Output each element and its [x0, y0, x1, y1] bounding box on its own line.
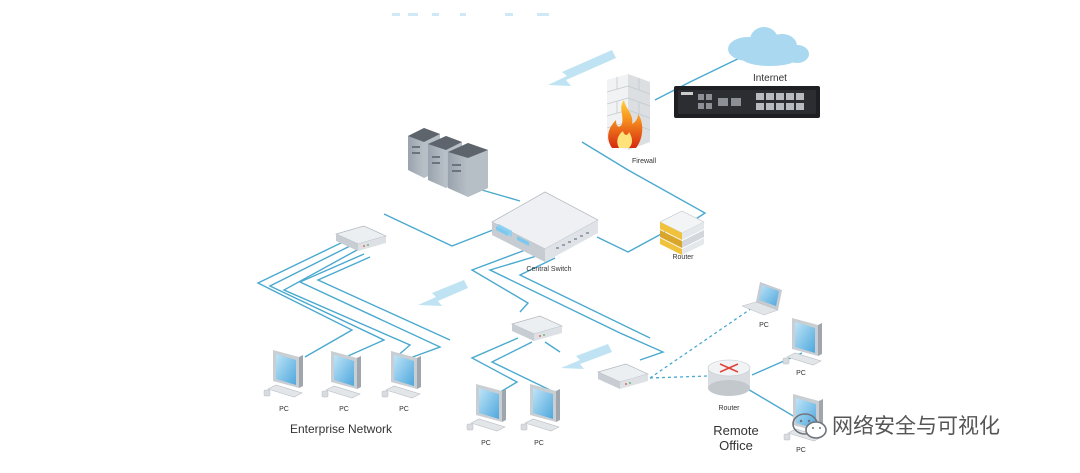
link-midswitch-pc1: [470, 337, 519, 395]
pc-icon-middle-2: [520, 383, 561, 432]
arrow-left: [418, 280, 468, 306]
link-leftswitch-pc3c: [316, 256, 451, 341]
server-icon: [408, 128, 488, 197]
pc-icon-enterprise-2: [321, 350, 362, 399]
remote-router-icon: [707, 359, 751, 396]
pc-label-remote-2: PC: [796, 447, 806, 454]
pc-label-laptop: PC: [759, 322, 769, 329]
router-label: Router: [672, 254, 694, 261]
link-leftswitch-pc3b: [298, 253, 442, 359]
wechat-icon: [792, 413, 827, 439]
switch-remote-icon: [597, 363, 649, 390]
link-leftswitch-pc1: [256, 241, 354, 358]
watermark-text: 网络安全与可视化: [832, 414, 1000, 438]
pc-icon-enterprise-3: [381, 350, 422, 399]
pc-label-remote-1: PC: [796, 370, 806, 377]
switch-left-icon: [335, 225, 387, 252]
pc-label-enterprise-1: PC: [279, 406, 289, 413]
link-remoteswitch-laptop: [649, 307, 753, 379]
remote-office-label-line1: Remote: [713, 423, 759, 438]
wechat-watermark: 网络安全与可视化: [792, 413, 1000, 439]
pc-icon-middle-1: [466, 383, 507, 432]
wireless-links: [649, 307, 753, 379]
cloud-icon: [728, 27, 809, 66]
link-midswitch-pc2: [490, 341, 552, 395]
link-midswitch-pc2b: [544, 341, 561, 353]
firewall-icon: [606, 74, 651, 150]
flow-arrows: [418, 50, 616, 369]
link-central-remoteswitch-b: [518, 257, 651, 339]
link-internet-firewall: [654, 51, 753, 101]
link-central-midswitch: [470, 248, 530, 313]
internet-label: Internet: [753, 73, 787, 84]
pc-icon-enterprise-1: [263, 349, 304, 398]
arrow-top: [548, 50, 616, 86]
remote-office-label-line2: Office: [719, 438, 753, 453]
central-switch-label: Central Switch: [526, 266, 571, 273]
link-central-leftswitch: [383, 213, 499, 247]
remote-router-label: Router: [718, 405, 740, 412]
enterprise-network-label: Enterprise Network: [290, 422, 393, 436]
link-central-remoteswitch: [488, 254, 665, 361]
pc-label-middle-1: PC: [481, 440, 491, 447]
laptop-icon: [741, 282, 782, 316]
rack-device-icon: [674, 86, 820, 118]
arrow-middle: [561, 344, 612, 369]
pc-icon-remote-1: [782, 317, 823, 366]
firewall-label: Firewall: [632, 158, 657, 165]
central-switch-icon: [491, 191, 599, 262]
router-icon: [659, 210, 705, 255]
pc-label-enterprise-3: PC: [399, 406, 409, 413]
link-router-central: [596, 231, 666, 253]
faint-title-remnant: [392, 13, 549, 16]
switch-middle-icon: [511, 315, 563, 342]
pc-label-middle-2: PC: [534, 440, 544, 447]
link-leftswitch-pc3: [282, 249, 412, 359]
link-remote-router-pc2: [745, 387, 801, 421]
pc-label-enterprise-2: PC: [339, 406, 349, 413]
link-leftswitch-pc2: [268, 245, 386, 357]
link-remoteswitch-router: [649, 375, 709, 379]
